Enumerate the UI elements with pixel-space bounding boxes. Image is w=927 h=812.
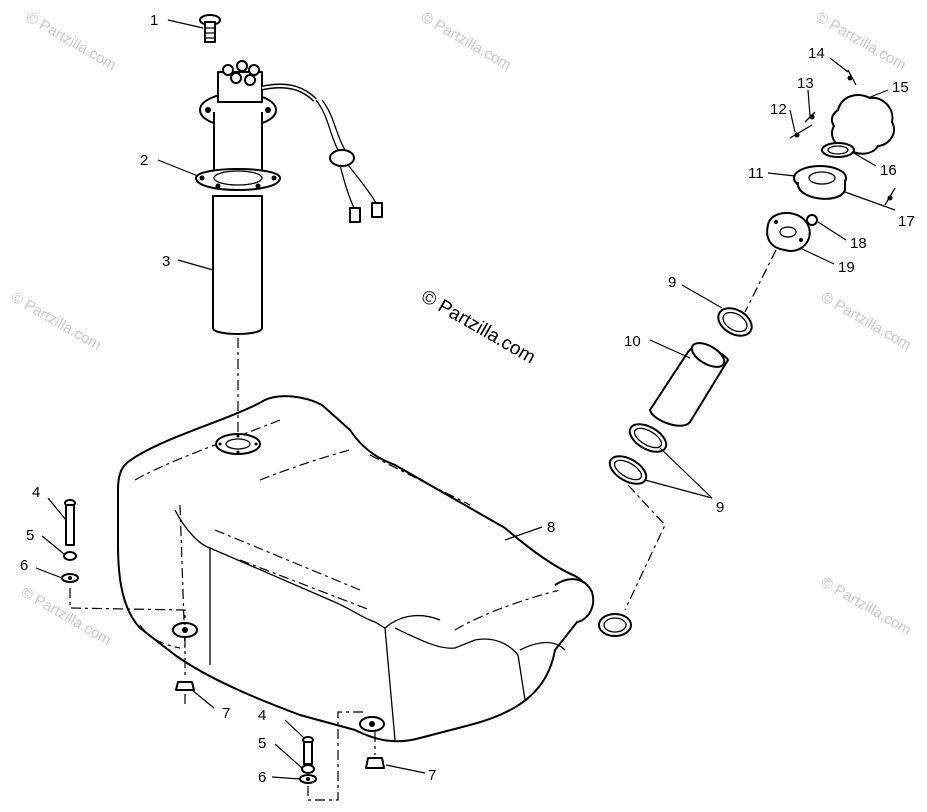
callout-12: 12	[770, 101, 787, 118]
fuel-tank	[117, 395, 632, 743]
watermark-text: © Partzilla.com	[18, 584, 114, 649]
callout-6: 6	[258, 769, 266, 786]
callout-2: 2	[140, 152, 148, 169]
callout-13: 13	[797, 75, 814, 92]
watermark-text: © Partzilla.com	[418, 9, 514, 74]
watermark-text: © Partzilla.com	[23, 9, 119, 74]
screw-part-1	[199, 14, 221, 43]
callout-5: 5	[26, 527, 34, 544]
callout-4: 4	[258, 707, 266, 724]
center-watermark: © Partzilla.com	[418, 286, 539, 368]
callout-1: 1	[150, 12, 158, 29]
leader-lines	[35, 19, 896, 780]
callout-5: 5	[258, 735, 266, 752]
watermark-text: © Partzilla.com	[813, 9, 909, 74]
callout-10: 10	[624, 333, 641, 350]
callout-7: 7	[428, 767, 436, 784]
callout-3: 3	[162, 253, 170, 270]
callout-11: 11	[748, 165, 764, 182]
fuel-sender-assembly	[195, 14, 383, 432]
filler-neck-assembly	[608, 69, 896, 611]
callout-14: 14	[808, 45, 825, 62]
mounting-hardware-right	[299, 711, 385, 801]
watermark-text: © Partzilla.com	[818, 289, 914, 354]
callout-4: 4	[32, 484, 40, 501]
callout-17: 17	[898, 213, 915, 230]
callout-9: 9	[668, 274, 676, 291]
callout-labels: 1 2 3 4 5 6 7 8 9 9 10 11 12 13 14 15 16…	[20, 12, 915, 786]
mounting-hardware-left	[61, 499, 195, 706]
callout-15: 15	[892, 79, 909, 96]
callout-16: 16	[880, 162, 897, 179]
callout-19: 19	[838, 259, 855, 276]
watermark-text: © Partzilla.com	[818, 574, 914, 639]
callout-18: 18	[850, 235, 867, 252]
watermark-text: © Partzilla.com	[8, 289, 104, 354]
callout-8: 8	[547, 519, 555, 536]
callout-7: 7	[222, 705, 230, 722]
callout-6: 6	[20, 557, 28, 574]
callout-9: 9	[716, 499, 724, 516]
